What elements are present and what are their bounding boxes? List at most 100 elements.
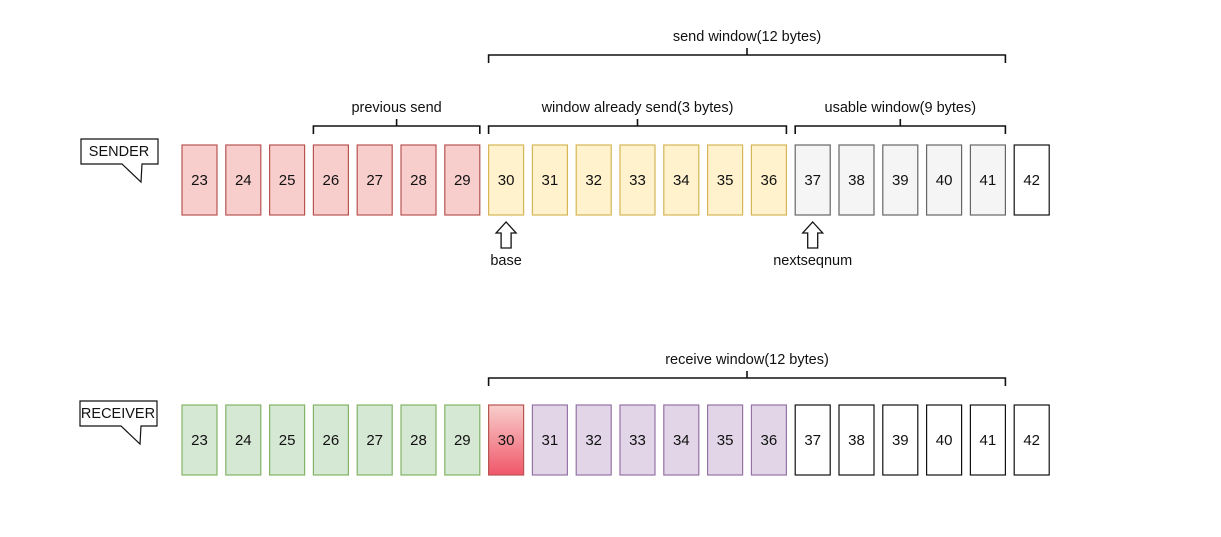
receiver-byte-34: 34	[663, 404, 700, 476]
sender-byte-box	[181, 144, 218, 216]
window-already-send-bracket: window already send(3 bytes)	[487, 100, 788, 134]
receiver-byte-33: 33	[619, 404, 656, 476]
sender-byte-37: 37	[794, 144, 831, 216]
sender-byte-number: 41	[980, 172, 997, 189]
sender-byte-number: 38	[848, 172, 865, 189]
sender-byte-number: 29	[454, 172, 471, 189]
sender-byte-number: 23	[191, 172, 208, 189]
receiver-byte-number: 32	[585, 432, 602, 449]
sender-byte-38: 38	[838, 144, 875, 216]
receiver-byte-box	[312, 404, 349, 476]
receiver-byte-41: 41	[969, 404, 1007, 476]
sender-byte-34: 34	[663, 144, 700, 216]
receiver-byte-number: 23	[191, 432, 208, 449]
receiver-byte-number: 36	[761, 432, 778, 449]
bracket-label: send window(12 bytes)	[673, 29, 821, 45]
sender-byte-box	[356, 144, 393, 216]
receive-window-bracket: receive window(12 bytes)	[487, 352, 1007, 386]
sender-byte-42: 42	[1013, 144, 1050, 216]
sender-byte-31: 31	[531, 144, 569, 216]
receiver-byte-box	[575, 404, 612, 476]
receiver-byte-38: 38	[838, 404, 875, 476]
receiver-byte-number: 33	[629, 432, 646, 449]
receiver-byte-number: 24	[235, 432, 252, 449]
sender-byte-box	[619, 144, 656, 216]
sender-byte-box	[794, 144, 831, 216]
sender-byte-36: 36	[750, 144, 788, 216]
sender-byte-number: 34	[673, 172, 690, 189]
sender-byte-30: 30	[488, 144, 525, 216]
receiver-byte-25: 25	[269, 404, 306, 476]
sender-byte-box	[531, 144, 569, 216]
sender-byte-33: 33	[619, 144, 656, 216]
nextseqnum-label: nextseqnum	[773, 253, 852, 269]
bracket-line	[312, 119, 481, 134]
sender-byte-box	[1013, 144, 1050, 216]
receiver-byte-35: 35	[706, 404, 744, 476]
sender-byte-number: 40	[936, 172, 953, 189]
receiver-callout: RECEIVER	[79, 400, 158, 446]
bracket-label: usable window(9 bytes)	[825, 100, 977, 116]
sender-label: SENDER	[89, 144, 149, 160]
receiver-byte-42: 42	[1013, 404, 1050, 476]
sender-byte-number: 36	[761, 172, 778, 189]
receiver-byte-number: 40	[936, 432, 953, 449]
base-label: base	[490, 253, 521, 269]
receiver-byte-32: 32	[575, 404, 612, 476]
sender-byte-number: 30	[498, 172, 515, 189]
receiver-brackets: receive window(12 bytes)	[487, 352, 1007, 386]
usable-window-bracket: usable window(9 bytes)	[794, 100, 1007, 134]
receiver-byte-number: 42	[1023, 432, 1040, 449]
base-pointer: base	[490, 221, 522, 269]
sender-byte-number: 31	[542, 172, 559, 189]
sender-byte-box	[750, 144, 788, 216]
sender-byte-number: 35	[717, 172, 734, 189]
send-window-bracket: send window(12 bytes)	[487, 29, 1007, 63]
receiver-byte-box	[444, 404, 481, 476]
receiver-byte-37: 37	[794, 404, 831, 476]
bracket-line	[487, 119, 788, 134]
bracket-line	[794, 119, 1007, 134]
sender-byte-box	[575, 144, 612, 216]
up-arrow-icon	[494, 221, 518, 249]
up-arrow-icon	[801, 221, 825, 249]
receiver-byte-box	[356, 404, 393, 476]
sender-byte-39: 39	[882, 144, 919, 216]
sender-byte-35: 35	[706, 144, 744, 216]
sender-callout: SENDER	[80, 138, 159, 184]
receiver-byte-box	[925, 404, 963, 476]
receiver-byte-box	[750, 404, 788, 476]
receiver-byte-box	[882, 404, 919, 476]
sender-byte-32: 32	[575, 144, 612, 216]
receiver-byte-number: 39	[892, 432, 909, 449]
receiver-byte-26: 26	[312, 404, 349, 476]
sender-byte-41: 41	[969, 144, 1007, 216]
sender-byte-40: 40	[925, 144, 963, 216]
sender-callout-shape	[80, 138, 159, 184]
receiver-callout-shape	[79, 400, 158, 446]
receiver-byte-box	[794, 404, 831, 476]
previous-send-bracket: previous send	[312, 100, 481, 134]
sender-byte-number: 42	[1023, 172, 1040, 189]
receiver-byte-39: 39	[882, 404, 919, 476]
sender-byte-box	[882, 144, 919, 216]
receiver-byte-27: 27	[356, 404, 393, 476]
receiver-byte-box	[663, 404, 700, 476]
receiver-byte-number: 26	[323, 432, 340, 449]
receiver-byte-box	[488, 404, 525, 476]
receiver-byte-24: 24	[225, 404, 262, 476]
receiver-byte-number: 30	[498, 432, 515, 449]
sender-byte-number: 37	[804, 172, 821, 189]
receiver-byte-number: 27	[366, 432, 383, 449]
sender-byte-26: 26	[312, 144, 349, 216]
sender-byte-box	[838, 144, 875, 216]
sender-byte-box	[269, 144, 306, 216]
sender-byte-box	[969, 144, 1007, 216]
receiver-byte-box	[969, 404, 1007, 476]
sender-byte-23: 23	[181, 144, 218, 216]
receiver-byte-box	[225, 404, 262, 476]
sender-byte-box	[706, 144, 744, 216]
receiver-byte-box	[181, 404, 218, 476]
sender-byte-number: 26	[323, 172, 340, 189]
